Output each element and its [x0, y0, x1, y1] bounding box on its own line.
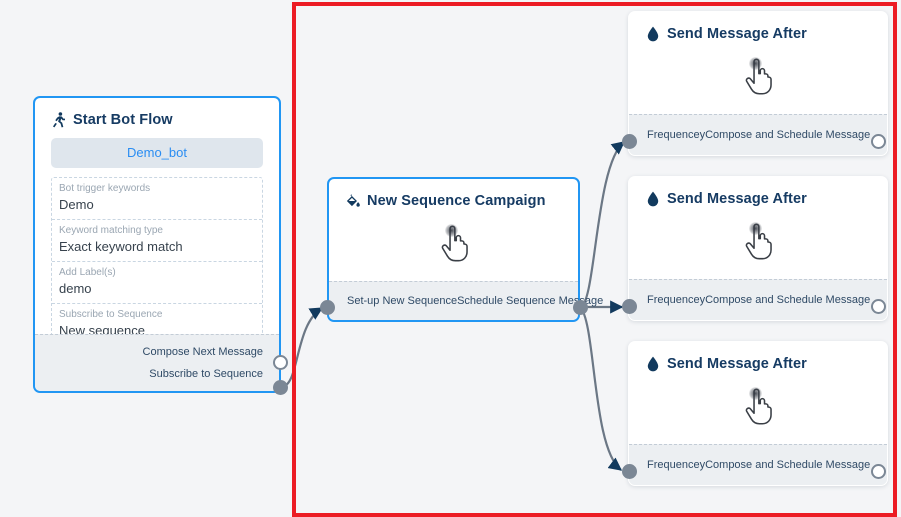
node-header: Send Message After — [629, 177, 887, 213]
output-port-compose-next-message[interactable] — [273, 355, 288, 370]
input-port-frequencey-3[interactable] — [622, 464, 637, 479]
water-drop-icon — [645, 26, 660, 42]
hand-pointer-cursor-icon — [741, 57, 775, 97]
node-title: Send Message After — [667, 191, 807, 207]
node-title: Send Message After — [667, 26, 807, 42]
input-port-frequencey-2[interactable] — [622, 299, 637, 314]
node-new-sequence-campaign[interactable]: New Sequence Campaign Set-up New Sequenc… — [327, 177, 603, 322]
output-port-label: Compose and Schedule Message — [705, 129, 871, 141]
hand-pointer-cursor-icon — [437, 224, 471, 264]
input-port-label: Frequencey — [647, 459, 706, 471]
water-drop-icon — [645, 356, 660, 372]
field-add-labels[interactable]: Add Label(s) demo — [52, 262, 262, 304]
running-person-icon — [51, 112, 66, 128]
node-footer: Frequencey Compose and Schedule Message — [629, 444, 887, 485]
node-footer: Frequencey Compose and Schedule Message — [629, 114, 887, 155]
node-title: Start Bot Flow — [73, 112, 173, 128]
field-list: Bot trigger keywords Demo Keyword matchi… — [51, 177, 263, 346]
node-click-area[interactable] — [629, 213, 887, 271]
field-label: Bot trigger keywords — [59, 183, 151, 194]
output-port-schedule-sequence-message[interactable] — [573, 300, 588, 315]
node-send-message-after-3[interactable]: Send Message After Frequencey Compose an… — [628, 341, 888, 486]
node-title: New Sequence Campaign — [367, 193, 546, 209]
output-port-subscribe-to-sequence[interactable] — [273, 380, 288, 395]
node-footer: Frequencey Compose and Schedule Message — [629, 279, 887, 320]
edge-sequence-to-card1 — [579, 141, 626, 309]
node-send-message-after-2[interactable]: Send Message After Frequencey Compose an… — [628, 176, 888, 321]
field-keyword-matching-type[interactable]: Keyword matching type Exact keyword matc… — [52, 220, 262, 262]
output-port-label: Schedule Sequence Message — [457, 295, 604, 307]
field-label: Add Label(s) — [59, 267, 116, 278]
field-bot-trigger-keywords[interactable]: Bot trigger keywords Demo — [52, 178, 262, 220]
paint-bucket-icon — [345, 193, 360, 209]
port-row-subscribe-to-sequence[interactable]: Subscribe to Sequence — [35, 363, 279, 385]
node-title: Send Message After — [667, 356, 807, 372]
bot-name-pill-button[interactable]: Demo_bot — [51, 138, 263, 168]
node-start-bot-flow[interactable]: Start Bot Flow Demo_bot Bot trigger keyw… — [33, 96, 281, 393]
field-value: Demo — [59, 197, 94, 212]
node-click-area[interactable] — [629, 378, 887, 436]
hand-pointer-cursor-icon — [741, 222, 775, 262]
port-row-message[interactable]: Frequencey Compose and Schedule Message — [629, 451, 887, 479]
output-port-label: Compose and Schedule Message — [705, 459, 871, 471]
edge-start-to-sequence — [280, 307, 324, 389]
node-header: Send Message After — [629, 12, 887, 48]
node-header: New Sequence Campaign — [329, 179, 578, 215]
field-value: demo — [59, 281, 92, 296]
input-port-label: Frequencey — [647, 294, 706, 306]
node-click-area[interactable] — [629, 48, 887, 106]
edge-sequence-to-card3 — [579, 306, 623, 471]
field-value: Exact keyword match — [59, 239, 183, 254]
input-port-label: Set-up New Sequence — [347, 295, 458, 307]
water-drop-icon — [645, 191, 660, 207]
input-port-label: Frequencey — [647, 129, 706, 141]
node-send-message-after-1[interactable]: Send Message After Frequencey Compose an… — [628, 11, 888, 156]
output-port-compose-and-schedule-message-2[interactable] — [871, 299, 886, 314]
port-row-message[interactable]: Frequencey Compose and Schedule Message — [629, 286, 887, 314]
output-port-compose-and-schedule-message-3[interactable] — [871, 464, 886, 479]
node-header: Start Bot Flow — [35, 98, 279, 134]
field-label: Subscribe to Sequence — [59, 309, 163, 320]
input-port-frequencey-1[interactable] — [622, 134, 637, 149]
hand-pointer-cursor-icon — [741, 387, 775, 427]
input-port-set-up-new-sequence[interactable] — [320, 300, 335, 315]
output-port-compose-and-schedule-message-1[interactable] — [871, 134, 886, 149]
port-label: Compose Next Message — [142, 346, 263, 358]
node-body: Demo_bot Bot trigger keywords Demo Keywo… — [35, 134, 279, 354]
port-row-message[interactable]: Frequencey Compose and Schedule Message — [629, 121, 887, 149]
field-label: Keyword matching type — [59, 225, 163, 236]
port-row-sequence[interactable]: Set-up New Sequence Schedule Sequence Me… — [329, 288, 603, 314]
node-footer: Compose Next Message Subscribe to Sequen… — [35, 334, 279, 391]
output-port-label: Compose and Schedule Message — [705, 294, 871, 306]
node-header: Send Message After — [629, 342, 887, 378]
port-row-compose-next-message[interactable]: Compose Next Message — [35, 341, 279, 363]
node-click-area[interactable] — [329, 215, 578, 273]
node-footer: Set-up New Sequence Schedule Sequence Me… — [329, 281, 603, 320]
port-label: Subscribe to Sequence — [149, 368, 263, 380]
